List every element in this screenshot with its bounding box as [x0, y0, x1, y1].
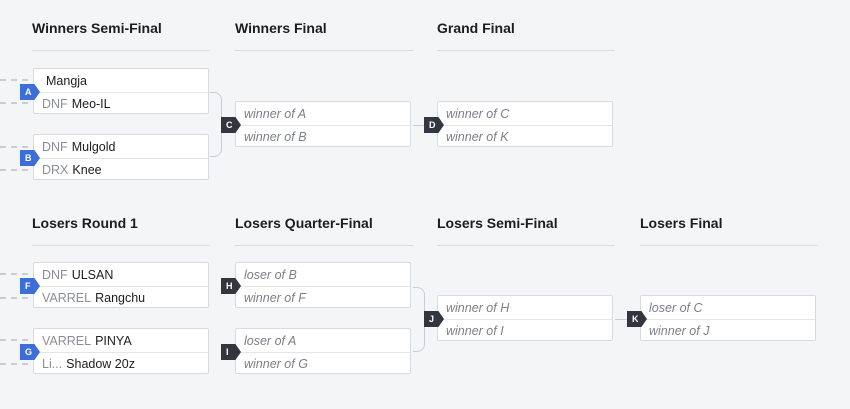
match-b-player-2[interactable]: DRX Knee — [34, 158, 208, 181]
feeder-line — [0, 273, 28, 275]
round-title-losers-semi-final: Losers Semi-Final — [437, 215, 558, 231]
player-name: Mangja — [46, 73, 87, 88]
match-c-slot-1[interactable]: winner of A — [244, 106, 307, 121]
match-h-slot-1[interactable]: loser of B — [244, 267, 297, 282]
round-title-losers-quarter-final: Losers Quarter-Final — [235, 215, 373, 231]
match-badge-d[interactable]: D — [424, 117, 444, 133]
match-k[interactable]: loser of C winner of J — [640, 295, 816, 341]
bracket-connector — [413, 287, 425, 352]
match-j-slot-2[interactable]: winner of I — [438, 319, 612, 342]
match-h-slot-2[interactable]: winner of F — [236, 286, 410, 309]
round-title-losers-final: Losers Final — [640, 215, 723, 231]
player-name: Mulgold — [71, 139, 116, 154]
match-badge-j[interactable]: J — [424, 311, 444, 327]
divider — [32, 245, 210, 246]
feeder-line — [0, 102, 28, 104]
match-d[interactable]: winner of C winner of K — [437, 101, 613, 147]
match-badge-h[interactable]: H — [221, 278, 241, 294]
match-badge-f[interactable]: F — [20, 278, 40, 294]
player-name: Knee — [72, 163, 102, 177]
divider — [235, 245, 413, 246]
divider — [235, 50, 413, 51]
match-c[interactable]: winner of A winner of B — [235, 101, 411, 147]
match-badge-a[interactable]: A — [20, 84, 40, 100]
match-badge-b[interactable]: B — [20, 150, 40, 166]
round-title-losers-round-1: Losers Round 1 — [32, 215, 138, 231]
team-tag: VARREL — [42, 291, 92, 305]
divider — [437, 50, 615, 51]
match-b-player-1[interactable]: DNF Mulgold — [34, 135, 208, 158]
player-name: PINYA — [95, 333, 132, 348]
match-b[interactable]: DNF Mulgold DRX Knee — [33, 134, 209, 180]
match-badge-i[interactable]: I — [221, 344, 241, 360]
match-j-slot-1[interactable]: winner of H — [446, 300, 510, 315]
player-name: Shadow 20z — [66, 357, 135, 371]
match-badge-c[interactable]: C — [221, 117, 241, 133]
match-i-slot-2[interactable]: winner of G — [236, 352, 410, 375]
match-i[interactable]: loser of A winner of G — [235, 328, 411, 374]
bracket-connector — [210, 92, 222, 157]
team-tag: VARREL — [42, 333, 92, 348]
match-f-player-2[interactable]: VARREL Rangchu — [34, 286, 208, 309]
team-tag: DRX — [42, 163, 69, 177]
match-g[interactable]: VARREL PINYA Li... Shadow 20z — [33, 328, 209, 374]
feeder-line — [0, 146, 28, 148]
match-d-slot-1[interactable]: winner of C — [446, 106, 510, 121]
round-title-winners-semi-final: Winners Semi-Final — [32, 20, 162, 36]
divider — [32, 50, 210, 51]
feeder-line — [0, 79, 28, 81]
player-name: Rangchu — [95, 291, 146, 305]
feeder-line — [0, 363, 28, 365]
match-f-player-1[interactable]: DNF ULSAN — [34, 263, 208, 286]
feeder-line — [0, 169, 28, 171]
feeder-line — [0, 339, 28, 341]
match-f[interactable]: DNF ULSAN VARREL Rangchu — [33, 262, 209, 308]
team-tag: DNF — [42, 267, 68, 282]
match-g-player-2[interactable]: Li... Shadow 20z — [34, 352, 208, 375]
match-d-slot-2[interactable]: winner of K — [438, 125, 612, 148]
team-tag: Li... — [42, 357, 63, 371]
match-c-slot-2[interactable]: winner of B — [236, 125, 410, 148]
match-a-player-1[interactable]: Mangja — [34, 69, 208, 92]
divider — [437, 245, 615, 246]
match-h[interactable]: loser of B winner of F — [235, 262, 411, 308]
match-i-slot-1[interactable]: loser of A — [244, 333, 297, 348]
feeder-line — [0, 297, 28, 299]
match-badge-g[interactable]: G — [20, 344, 40, 360]
match-k-slot-1[interactable]: loser of C — [649, 300, 703, 315]
team-tag: DNF — [42, 97, 68, 111]
match-a[interactable]: Mangja DNF Meo-IL — [33, 68, 209, 114]
match-k-slot-2[interactable]: winner of J — [641, 319, 815, 342]
player-name: Meo-IL — [71, 97, 111, 111]
match-g-player-1[interactable]: VARREL PINYA — [34, 329, 208, 352]
round-title-grand-final: Grand Final — [437, 20, 515, 36]
match-badge-k[interactable]: K — [627, 311, 647, 327]
divider — [640, 245, 818, 246]
match-j[interactable]: winner of H winner of I — [437, 295, 613, 341]
team-tag: DNF — [42, 139, 68, 154]
player-name: ULSAN — [71, 267, 114, 282]
match-a-player-2[interactable]: DNF Meo-IL — [34, 92, 208, 115]
round-title-winners-final: Winners Final — [235, 20, 327, 36]
